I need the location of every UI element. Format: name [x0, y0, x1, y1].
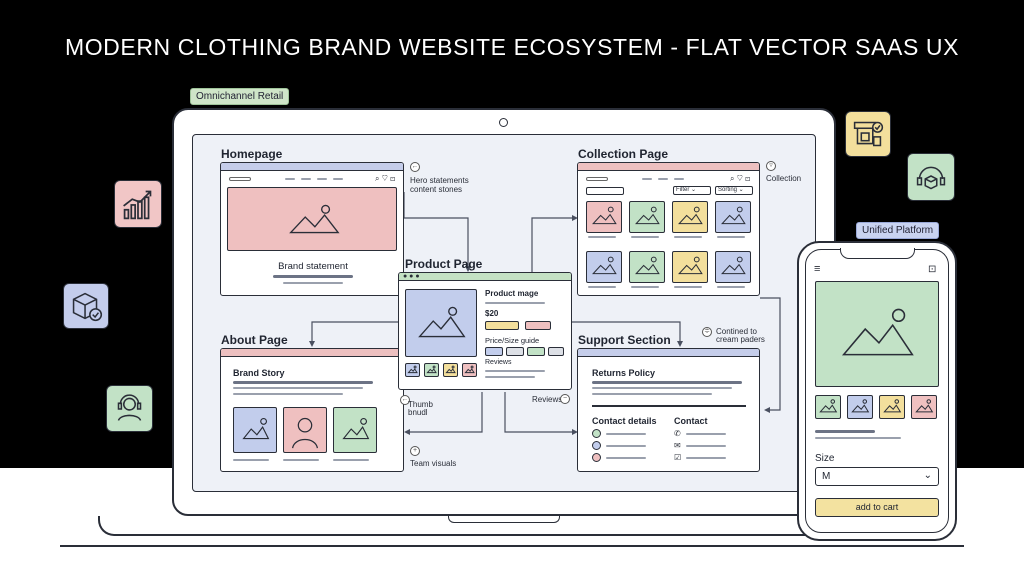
support-annotation-2: cream paders	[716, 335, 765, 344]
floor-line	[60, 545, 964, 547]
about-brand-story: Brand Story	[233, 368, 285, 378]
laptop-camera	[499, 118, 508, 127]
about-team-image-1	[233, 407, 277, 453]
thumb-annotation-icon: ←	[400, 395, 410, 405]
product-main-image	[405, 289, 477, 357]
product-price: $20	[485, 309, 499, 318]
thumb-annotation-1: Thumb	[408, 400, 433, 409]
collection-sorting-select[interactable]: Sorting ⌄	[715, 186, 753, 195]
phone-thumbnail[interactable]	[847, 395, 873, 419]
growth-chart-icon	[114, 180, 162, 228]
laptop-notch	[448, 516, 560, 523]
page-title: MODERN CLOTHING BRAND WEBSITE ECOSYSTEM …	[64, 34, 960, 60]
homepage-card: ⌕ ♡ ⊡ Brand statement	[220, 162, 404, 296]
shop-stand-icon	[845, 111, 891, 157]
add-to-cart-button[interactable]: add to cart	[815, 498, 939, 517]
phone-size-select[interactable]: M ⌄	[815, 467, 939, 486]
size-option-2[interactable]	[506, 347, 524, 356]
collection-product-tile[interactable]	[715, 251, 751, 283]
tag-unified-platform: Unified Platform	[856, 222, 940, 239]
reviews-annotation: Reviews	[532, 395, 563, 404]
collection-product-tile[interactable]	[586, 251, 622, 283]
product-thumbnail[interactable]	[462, 363, 477, 377]
homepage-brand-statement: Brand statement	[278, 261, 348, 272]
product-image-label: Product mage	[485, 289, 539, 298]
support-title: Support Section	[578, 333, 671, 347]
size-option-3[interactable]	[527, 347, 545, 356]
collection-annotation-icon: ▿	[766, 161, 776, 171]
product-title: Product Page	[405, 257, 483, 271]
collection-search-box[interactable]	[586, 187, 624, 195]
mail-icon: ✉	[674, 441, 681, 450]
homepage-title: Homepage	[221, 147, 283, 161]
product-card: ● ● ● Product mage $20 Price/Size guide …	[398, 272, 572, 390]
phone-product-image	[815, 281, 939, 387]
support-contact: Contact	[674, 416, 708, 426]
headset-package-icon	[907, 153, 955, 201]
support-returns-policy: Returns Policy	[592, 368, 656, 378]
chat-icon: ☑	[674, 453, 682, 462]
support-annotation-icon: ≑	[702, 327, 712, 337]
homepage-annotation-1: Hero statements	[410, 176, 469, 185]
collection-product-tile[interactable]	[629, 251, 665, 283]
homepage-annotation-2: content stones	[410, 185, 463, 194]
collection-product-tile[interactable]	[672, 251, 708, 283]
thumb-annotation-2: bnudl	[408, 408, 428, 417]
support-contact-details: Contact details	[592, 416, 657, 426]
collection-product-tile[interactable]	[672, 201, 708, 233]
about-card: Brand Story	[220, 348, 404, 472]
phone-icon: ✆	[674, 429, 681, 438]
product-buy-button[interactable]	[485, 321, 519, 330]
team-annotation-icon: +	[410, 446, 420, 456]
phone-thumbnail[interactable]	[911, 395, 937, 419]
size-option-1[interactable]	[485, 347, 503, 356]
product-thumbnail[interactable]	[443, 363, 458, 377]
support-annotation-1: Contined to	[716, 327, 757, 336]
cart-icon[interactable]: ⊡	[928, 264, 937, 275]
phone-thumbnail[interactable]	[815, 395, 841, 419]
chevron-down-icon: ⌄	[923, 470, 932, 481]
support-headset-icon	[106, 385, 153, 432]
homepage-hero-image	[227, 187, 397, 251]
product-thumbnail[interactable]	[424, 363, 439, 377]
homepage-toolbar-icons: ⌕ ♡ ⊡	[375, 174, 396, 183]
collection-card: ⌕ ♡ ⊡ Filter ⌄ Sorting ⌄	[577, 162, 760, 296]
product-reviews: Reviews	[485, 359, 512, 366]
phone-size-label: Size	[815, 453, 835, 464]
phone-thumbnail[interactable]	[879, 395, 905, 419]
product-size-guide: Price/Size guide	[485, 336, 540, 345]
support-card: Returns Policy Contact details Contact ✆…	[577, 348, 760, 472]
phone-notch	[840, 248, 915, 259]
package-check-icon	[63, 283, 109, 329]
homepage-annotation-icon: ←	[410, 162, 420, 172]
product-wishlist-button[interactable]	[525, 321, 551, 330]
collection-annotation: Collection	[766, 174, 802, 183]
collection-product-tile[interactable]	[629, 201, 665, 233]
about-title: About Page	[221, 333, 288, 347]
team-annotation: Team visuals	[410, 459, 457, 468]
menu-icon[interactable]: ≡	[814, 263, 821, 275]
tag-omnichannel: Omnichannel Retail	[190, 88, 290, 105]
collection-toolbar-icons: ⌕ ♡ ⊡	[730, 174, 751, 183]
collection-title: Collection Page	[578, 147, 669, 161]
about-team-image-2	[283, 407, 327, 453]
size-option-4[interactable]	[548, 347, 564, 356]
collection-product-tile[interactable]	[715, 201, 751, 233]
product-thumbnail[interactable]	[405, 363, 420, 377]
reviews-annotation-icon: −	[560, 394, 570, 404]
collection-product-tile[interactable]	[586, 201, 622, 233]
about-team-image-3	[333, 407, 377, 453]
collection-filter-select[interactable]: Filter ⌄	[673, 186, 711, 195]
